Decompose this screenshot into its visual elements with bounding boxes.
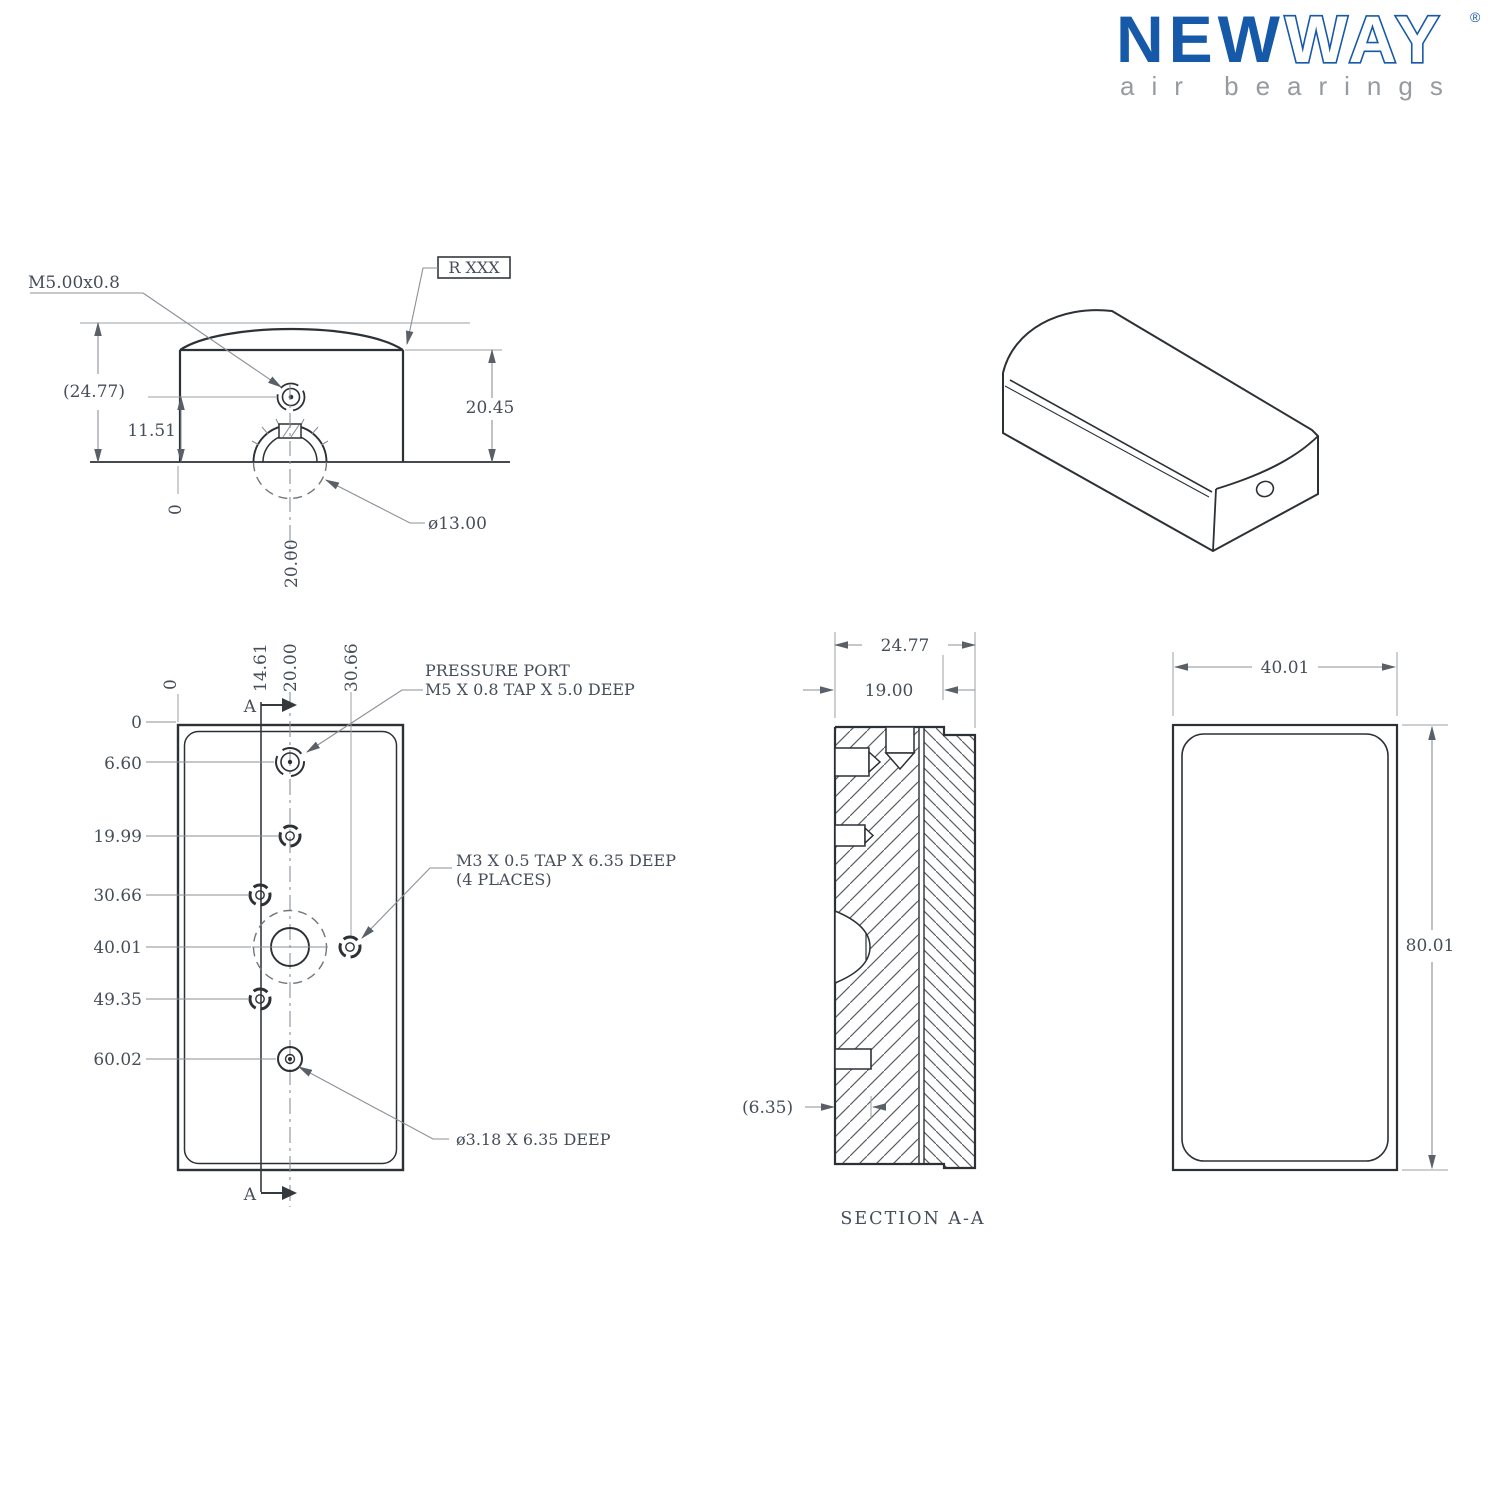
top-ordinate-dimensions: 0 14.61 20.00 30.66 bbox=[161, 643, 362, 692]
m5-port-hole bbox=[276, 382, 306, 412]
ball-pocket bbox=[251, 385, 329, 558]
m3-tap-callout: M3 X 0.5 TAP X 6.35 DEEP (4 PLACES) bbox=[361, 851, 676, 939]
dim-section-depth: 24.77 bbox=[833, 632, 977, 728]
pocket-diameter-callout: ø13.00 bbox=[324, 479, 487, 534]
svg-text:40.01: 40.01 bbox=[1261, 658, 1310, 678]
dim-overall-height: (24.77) bbox=[63, 321, 125, 464]
face-view-crown-edge bbox=[1181, 733, 1389, 1162]
left-ordinate-dimensions: 0 6.60 19.99 30.66 40.01 49.35 60.02 bbox=[93, 713, 278, 1070]
svg-text:ø3.18 X 6.35 DEEP: ø3.18 X 6.35 DEEP bbox=[456, 1130, 611, 1149]
section-marker-bottom: A bbox=[243, 1185, 257, 1205]
iso-crown-front-edge bbox=[1009, 379, 1213, 493]
registered-mark: ® bbox=[1470, 9, 1481, 25]
iso-port-hole bbox=[1255, 480, 1275, 498]
svg-text:0: 0 bbox=[131, 713, 142, 733]
dim-body-depth: 19.00 bbox=[803, 655, 975, 701]
face-view-outline bbox=[1171, 723, 1399, 1172]
end-ordinate-20: 20.00 bbox=[282, 539, 302, 588]
section-view: 24.77 19.00 (6.35) SECTION A-A bbox=[742, 632, 985, 1229]
crown-radius-callout: R XXX bbox=[405, 256, 511, 346]
svg-text:M5 X 0.8 TAP X 5.0 DEEP: M5 X 0.8 TAP X 5.0 DEEP bbox=[425, 680, 635, 699]
svg-text:80.01: 80.01 bbox=[1406, 936, 1455, 956]
section-features bbox=[834, 726, 916, 1070]
crown-arc bbox=[179, 327, 404, 351]
end-view: (24.77) 11.51 20.45 0 20.00 M5.00x0.8 R … bbox=[28, 256, 515, 588]
svg-text:49.35: 49.35 bbox=[93, 990, 142, 1010]
dowel-callout: ø3.18 X 6.35 DEEP bbox=[297, 1066, 611, 1149]
iso-outline bbox=[1002, 309, 1319, 553]
isometric-view bbox=[1002, 309, 1319, 553]
newway-logo: NEWWAY ® air bearings bbox=[1116, 0, 1481, 101]
svg-text:(24.77): (24.77) bbox=[63, 382, 125, 402]
pressure-port-callout: PRESSURE PORT M5 X 0.8 TAP X 5.0 DEEP bbox=[306, 661, 635, 753]
logo-tagline: air bearings bbox=[1120, 71, 1460, 101]
svg-text:(4 PLACES): (4 PLACES) bbox=[456, 870, 552, 889]
svg-text:20.45: 20.45 bbox=[466, 398, 515, 418]
svg-text:0: 0 bbox=[161, 679, 181, 690]
dim-insert-ref: (6.35) bbox=[742, 1096, 887, 1118]
svg-text:24.77: 24.77 bbox=[881, 636, 930, 656]
m3-tap-hole-1 bbox=[278, 824, 302, 848]
end-ordinate-zero: 0 bbox=[166, 504, 186, 515]
pressure-port-hole bbox=[275, 747, 305, 777]
section-marker-top: A bbox=[243, 697, 257, 717]
front-view: A A 0 6.60 19.99 30.66 40.01 49.35 60.02… bbox=[93, 643, 676, 1207]
svg-text:M3 X 0.5 TAP X 6.35 DEEP: M3 X 0.5 TAP X 6.35 DEEP bbox=[456, 851, 676, 870]
svg-text:(6.35): (6.35) bbox=[742, 1098, 793, 1118]
dim-face-height: 80.01 bbox=[1402, 724, 1455, 1171]
m3-tap-hole-2 bbox=[248, 883, 272, 907]
svg-text:19.99: 19.99 bbox=[93, 827, 142, 847]
svg-text:14.61: 14.61 bbox=[251, 643, 271, 692]
svg-text:M5.00x0.8: M5.00x0.8 bbox=[28, 273, 120, 293]
dowel-hole bbox=[277, 1046, 303, 1072]
svg-text:30.66: 30.66 bbox=[342, 643, 362, 692]
svg-text:R XXX: R XXX bbox=[448, 258, 500, 277]
svg-text:ø13.00: ø13.00 bbox=[428, 514, 487, 534]
dim-port-height: 11.51 bbox=[127, 395, 276, 464]
svg-text:20.00: 20.00 bbox=[281, 643, 301, 692]
svg-text:60.02: 60.02 bbox=[93, 1050, 142, 1070]
svg-text:40.01: 40.01 bbox=[93, 938, 142, 958]
m3-tap-hole-3 bbox=[338, 935, 362, 959]
dim-face-width: 40.01 bbox=[1172, 652, 1398, 716]
m5-thread-callout: M5.00x0.8 bbox=[28, 273, 282, 388]
svg-text:6.60: 6.60 bbox=[104, 754, 142, 774]
hidden-ball-pocket bbox=[252, 909, 328, 985]
logo-new-text: NEW bbox=[1116, 2, 1285, 76]
svg-text:PRESSURE PORT: PRESSURE PORT bbox=[425, 661, 570, 680]
logo-wordmark: NEWWAY bbox=[1116, 2, 1444, 76]
svg-text:11.51: 11.51 bbox=[127, 421, 176, 441]
m3-tap-hole-4 bbox=[248, 987, 272, 1011]
svg-text:19.00: 19.00 bbox=[865, 681, 914, 701]
section-outline bbox=[833, 725, 977, 1170]
insert-hatch bbox=[924, 727, 975, 1168]
logo-way-text: WAY bbox=[1285, 2, 1444, 76]
section-caption: SECTION A-A bbox=[840, 1209, 985, 1229]
dim-body-height: 20.45 bbox=[405, 348, 515, 464]
svg-text:30.66: 30.66 bbox=[93, 886, 142, 906]
face-view: 40.01 80.01 bbox=[1171, 652, 1455, 1172]
